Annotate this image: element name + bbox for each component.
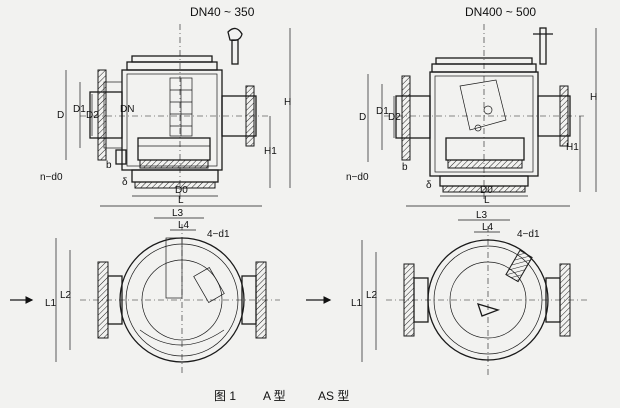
label-L1-right: L1 [351,298,363,309]
label-L3-left: L3 [172,208,184,219]
left-elevation [65,24,291,200]
label-L-left: L [178,195,184,206]
label-L-right: L [484,195,490,206]
label-n-d0-right: n−d0 [346,172,369,183]
label-L4-left: L4 [178,220,190,231]
label-D2-right: D2 [388,112,401,123]
right-plan [306,205,590,376]
label-L2-right: L2 [366,290,378,301]
label-D-right: D [359,112,366,123]
label-L2-left: L2 [60,290,72,301]
left-plan [10,205,280,376]
label-H-left: H [284,97,291,108]
label-H1-right: H1 [566,142,579,153]
label-D0-left: D0 [175,185,188,196]
type-as-label: AS 型 [318,389,349,403]
label-b-right: b [402,162,408,173]
label-D1-left: D1 [73,104,86,115]
label-D0-right: D0 [480,185,493,196]
label-D2-left: D2 [86,110,99,121]
label-DN-left: DN [120,104,134,115]
label-H1-left: H1 [264,146,277,157]
label-L3-right: L3 [476,210,488,221]
label-L1-left: L1 [45,298,57,309]
label-delta-right: δ [426,180,432,191]
label-b-left: b [106,160,112,171]
label-n-d0-left: n−d0 [40,172,63,183]
label-L4-right: L4 [482,222,494,233]
label-4-d1-left: 4−d1 [207,229,230,240]
title-right: DN400 ~ 500 [465,5,536,19]
figure-label: 图 1 [214,389,236,403]
label-H-right: H [590,92,597,103]
label-delta-left: δ [122,177,128,188]
right-elevation [367,24,597,202]
title-left: DN40 ~ 350 [190,5,255,19]
label-D-left: D [57,110,64,121]
label-D1-right: D1 [376,106,389,117]
label-4-d1-right: 4−d1 [517,229,540,240]
type-a-label: A 型 [263,389,286,403]
